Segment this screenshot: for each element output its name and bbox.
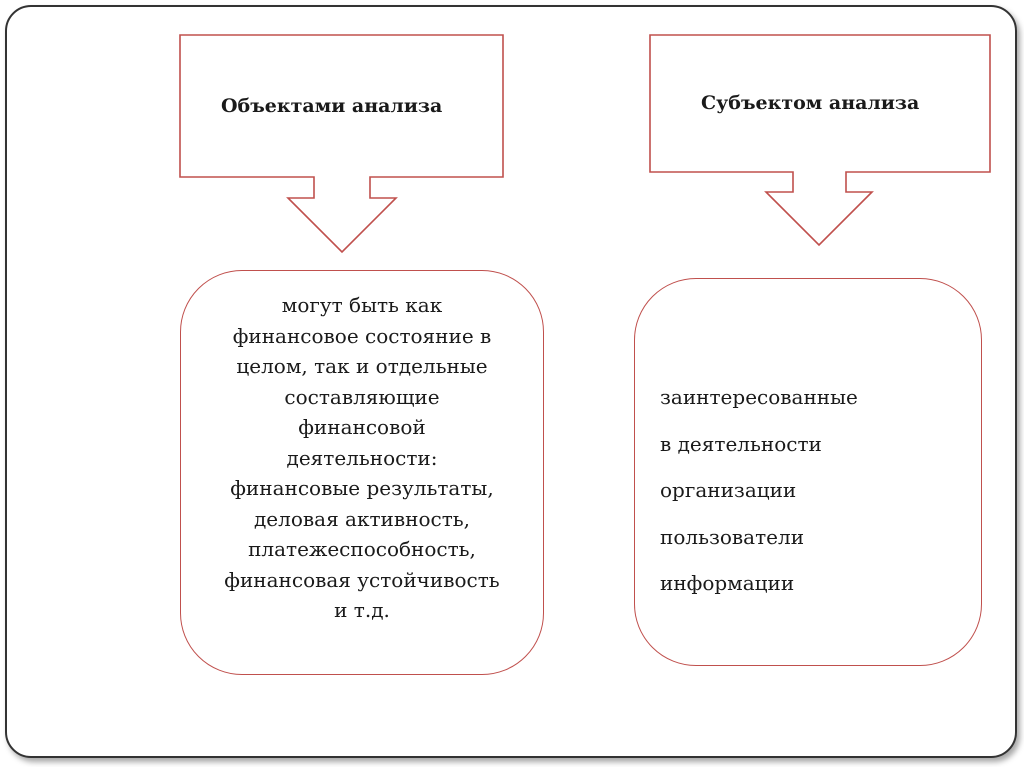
objects-description: могут быть как финансовое состояние в це…	[180, 290, 544, 626]
subject-line: информации	[660, 571, 795, 595]
subject-title: Субъектом анализа	[701, 92, 920, 114]
objects-line: составляющие	[284, 384, 440, 409]
objects-line: финансовой	[298, 415, 426, 439]
objects-line: финансовые результаты,	[230, 476, 494, 500]
subject-line: пользователи	[660, 524, 805, 549]
subject-line: организации	[660, 478, 797, 502]
subject-description: заинтересованные в деятельности организа…	[660, 374, 858, 607]
objects-line: деловая активность,	[253, 506, 470, 531]
objects-line: финансовая устойчивость	[224, 567, 500, 592]
objects-description-box	[180, 270, 544, 675]
objects-title: Объектами анализа	[221, 95, 443, 117]
subject-line: в деятельности	[660, 431, 822, 456]
subject-callout-arrow	[649, 34, 991, 247]
subject-description-box	[634, 278, 982, 666]
objects-line: целом, так и отдельные	[236, 354, 488, 378]
objects-line: и т.д.	[334, 598, 390, 622]
objects-line: финансовое состояние в	[232, 323, 492, 348]
objects-line: могут быть как	[281, 293, 443, 317]
objects-line: платежеспособность,	[248, 537, 476, 561]
subject-line: заинтересованные	[660, 385, 858, 409]
objects-line: деятельности:	[286, 445, 438, 470]
objects-callout-arrow	[179, 34, 504, 254]
